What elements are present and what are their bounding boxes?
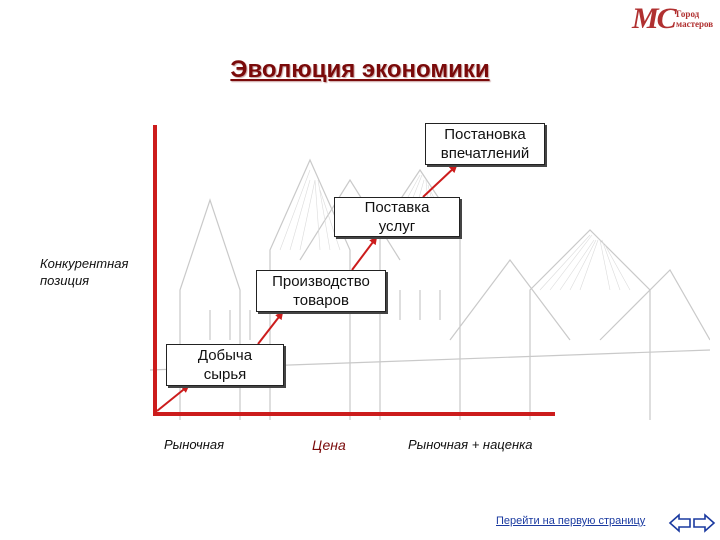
x-axis-label-market-markup: Рыночная + наценка [408, 437, 533, 452]
arrow-to-stage-2 [257, 311, 284, 345]
stage-box-services: Поставка услуг [334, 197, 460, 237]
logo-mark: МС [632, 2, 677, 35]
logo-line-1: Город [676, 9, 700, 19]
next-arrow-icon[interactable] [693, 513, 716, 533]
company-logo: МС Город мастеров [632, 4, 716, 34]
logo-line-2: мастеров [676, 19, 714, 29]
nav-arrows [668, 513, 716, 533]
arrow-to-stage-1 [156, 384, 190, 412]
stage-box-experiences: Постановка впечатлений [425, 123, 545, 165]
y-axis-label: Конкурентная позиция [40, 256, 129, 288]
x-axis-label-market: Рыночная [164, 437, 225, 452]
first-page-link[interactable]: Перейти на первую страницу [496, 515, 646, 527]
arrow-to-stage-4 [422, 164, 458, 198]
stage-box-goods: Производство товаров [256, 270, 386, 312]
stage-box-raw-materials: Добыча сырья [166, 344, 284, 386]
logo-text: Город мастеров [676, 9, 713, 29]
arrow-to-stage-3 [351, 236, 378, 271]
x-axis-label-price: Цена [312, 437, 346, 453]
prev-arrow-icon[interactable] [668, 513, 691, 533]
page-title: Эволюция экономики [230, 56, 490, 83]
